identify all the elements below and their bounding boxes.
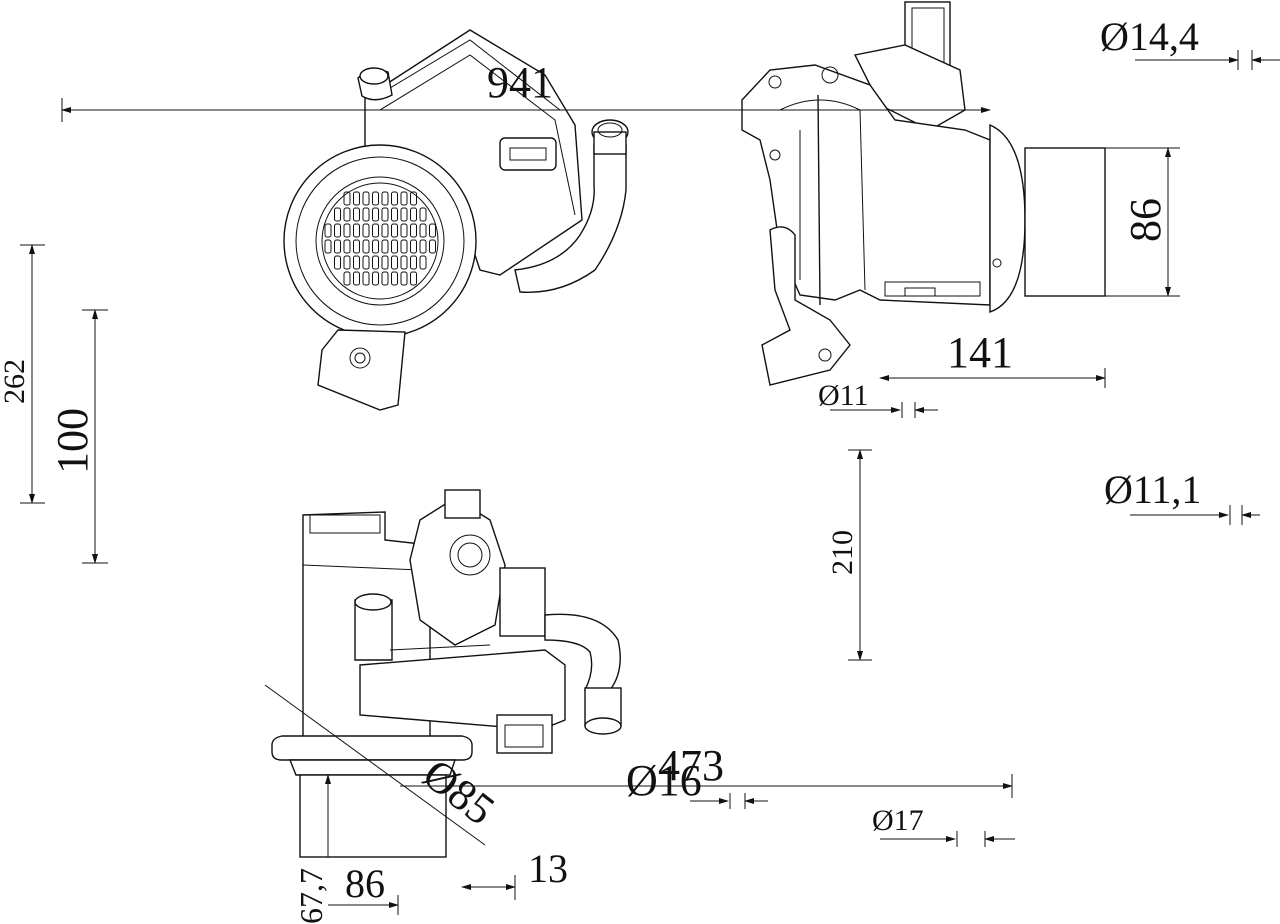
grid-slot bbox=[362, 207, 370, 222]
grid-slot bbox=[429, 239, 436, 254]
dim-86-bottom: 86 bbox=[345, 861, 385, 906]
grid-slot bbox=[429, 223, 436, 238]
grid-slot bbox=[343, 207, 351, 222]
dim-473: 473 bbox=[658, 741, 724, 790]
grid-slot bbox=[391, 271, 398, 286]
dim-diameter-11: Ø11 bbox=[818, 379, 869, 412]
grid-slot bbox=[353, 239, 360, 254]
dim-13: 13 bbox=[528, 846, 568, 891]
dim-86-side: 86 bbox=[1121, 198, 1170, 242]
grid-slot bbox=[353, 191, 360, 206]
grid-slot bbox=[391, 223, 398, 238]
dim-67-7: 67,7 bbox=[293, 868, 329, 924]
dimension-labels: 941 Ø14,4 86 141 Ø11 262 100 210 Ø11,1 4… bbox=[0, 14, 1201, 924]
grid-slot bbox=[419, 207, 427, 222]
grid-slot bbox=[400, 191, 408, 206]
front-view bbox=[283, 29, 629, 411]
grid-slot bbox=[362, 255, 370, 270]
dim-100: 100 bbox=[48, 408, 97, 474]
grid-slot bbox=[343, 271, 351, 286]
dim-210: 210 bbox=[826, 530, 859, 575]
grid-slot bbox=[391, 255, 398, 270]
grid-slot bbox=[324, 239, 332, 254]
grid-slot bbox=[400, 207, 408, 222]
dim-diameter-11-1: Ø11,1 bbox=[1104, 467, 1201, 512]
grid-slot bbox=[353, 255, 360, 270]
dim-diameter-16: Ø16 bbox=[626, 756, 702, 805]
bottom-view bbox=[271, 489, 622, 858]
grid-slot bbox=[381, 207, 389, 222]
grid-slot bbox=[400, 255, 408, 270]
grid-slot bbox=[381, 239, 389, 254]
dim-941: 941 bbox=[487, 58, 553, 107]
grid-slot bbox=[334, 255, 341, 270]
grid-slot bbox=[334, 207, 341, 222]
side-view bbox=[741, 1, 1106, 386]
grid-slot bbox=[410, 207, 417, 222]
grid-slot bbox=[372, 207, 379, 222]
grid-slot bbox=[334, 239, 341, 254]
grid-slot bbox=[419, 239, 427, 254]
dimension-lines bbox=[20, 50, 1280, 915]
grid-slot bbox=[353, 271, 360, 286]
grid-slot bbox=[419, 255, 427, 270]
grid-slot bbox=[343, 223, 351, 238]
grid-slot bbox=[391, 191, 398, 206]
grid-slot bbox=[372, 271, 379, 286]
grid-slot bbox=[353, 223, 360, 238]
dim-141: 141 bbox=[947, 328, 1013, 377]
grid-slot bbox=[324, 223, 332, 238]
grid-slot bbox=[410, 271, 417, 286]
dim-262: 262 bbox=[0, 359, 31, 404]
grid-slot bbox=[334, 223, 341, 238]
grid-slot bbox=[362, 223, 370, 238]
grid-slot bbox=[410, 223, 417, 238]
grid-slot bbox=[343, 255, 351, 270]
grid-slot bbox=[381, 271, 389, 286]
grid-slot bbox=[410, 255, 417, 270]
grid-slot bbox=[372, 191, 379, 206]
grid-slot bbox=[343, 239, 351, 254]
grid-slot bbox=[410, 239, 417, 254]
grid-slot bbox=[400, 239, 408, 254]
grid-slot bbox=[400, 223, 408, 238]
grid-slot bbox=[391, 239, 398, 254]
grid-slot bbox=[381, 191, 389, 206]
grid-slot bbox=[391, 207, 398, 222]
grid-slot bbox=[381, 223, 389, 238]
grid-slot bbox=[381, 255, 389, 270]
grid-slot bbox=[372, 239, 379, 254]
grid-slot bbox=[362, 191, 370, 206]
grid-slot bbox=[362, 239, 370, 254]
grid-slot bbox=[343, 191, 351, 206]
dim-diameter-17: Ø17 bbox=[872, 804, 924, 837]
grid-slot bbox=[419, 223, 427, 238]
dim-diameter-14-4: Ø14,4 bbox=[1100, 14, 1199, 59]
grid-slot bbox=[400, 271, 408, 286]
grid-slot bbox=[410, 191, 417, 206]
grid-slot bbox=[362, 271, 370, 286]
grid-slot bbox=[372, 223, 379, 238]
grid-slot bbox=[353, 207, 360, 222]
grid-slot bbox=[372, 255, 379, 270]
